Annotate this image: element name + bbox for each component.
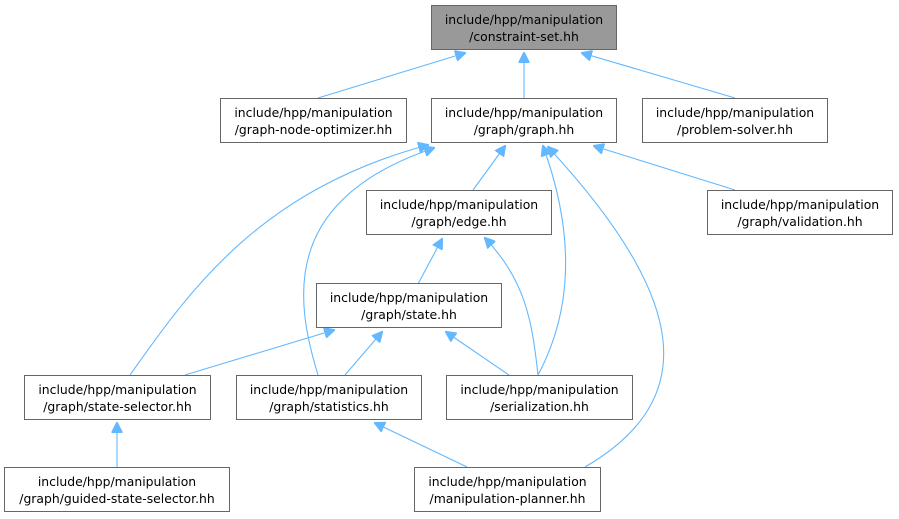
edge-serialization-to-graph [537, 146, 567, 376]
node-label-line1: include/hpp/manipulation [329, 289, 489, 305]
node-label-line1: include/hpp/manipulation [379, 196, 539, 212]
edge-state-selector-to-state [184, 330, 334, 376]
node-label-line1: include/hpp/manipulation [444, 104, 604, 120]
node-label-line2: /problem-solver.hh [677, 121, 793, 137]
node-label-line2: /graph/state.hh [361, 306, 457, 322]
edge-serialization-to-state [446, 332, 510, 376]
edge-graph-node-optimizer-to-constraint-set [317, 53, 465, 99]
node-statistics[interactable]: include/hpp/manipulation /graph/statisti… [236, 375, 422, 420]
node-label-line1: include/hpp/manipulation [37, 473, 197, 489]
node-problem-solver[interactable]: include/hpp/manipulation /problem-solver… [642, 98, 828, 143]
node-graph-node-optimizer[interactable]: include/hpp/manipulation /graph-node-opt… [220, 98, 407, 143]
edge-planner-to-statistics [375, 423, 468, 468]
node-validation[interactable]: include/hpp/manipulation /graph/validati… [707, 190, 893, 235]
node-label-line1: include/hpp/manipulation [720, 196, 880, 212]
node-label-line2: /graph-node-optimizer.hh [234, 121, 393, 137]
edge-problem-solver-to-constraint-set [582, 53, 736, 99]
node-graph[interactable]: include/hpp/manipulation /graph/graph.hh [431, 98, 617, 143]
node-label-line1: include/hpp/manipulation [249, 381, 409, 397]
edge-statistics-to-state [344, 332, 382, 376]
edge-manipulation-planner-to-graph [548, 147, 665, 468]
node-label-line2: /graph/guided-state-selector.hh [19, 490, 215, 506]
node-label-line2: /graph/statistics.hh [269, 398, 389, 414]
node-label-line1: include/hpp/manipulation [655, 104, 815, 120]
node-label-line1: include/hpp/manipulation [234, 104, 393, 120]
node-edge[interactable]: include/hpp/manipulation /graph/edge.hh [366, 190, 552, 235]
edge-validation-to-graph [594, 146, 736, 191]
edge-statistics-to-graph [303, 148, 434, 376]
node-label-line2: /graph/validation.hh [737, 213, 863, 229]
edge-serialization-to-edge [485, 238, 539, 376]
node-label-line2: /graph/graph.hh [473, 121, 575, 137]
node-state[interactable]: include/hpp/manipulation /graph/state.hh [316, 283, 502, 328]
node-guided-state-selector[interactable]: include/hpp/manipulation /graph/guided-s… [4, 467, 230, 512]
node-label-line1: include/hpp/manipulation [460, 381, 619, 397]
node-label-line2: /serialization.hh [490, 398, 589, 414]
node-label-line1: include/hpp/manipulation [444, 11, 604, 27]
node-constraint-set[interactable]: include/hpp/manipulation /constraint-set… [431, 5, 617, 50]
node-label-line1: include/hpp/manipulation [428, 473, 587, 489]
node-label-line1: include/hpp/manipulation [38, 381, 197, 397]
node-manipulation-planner[interactable]: include/hpp/manipulation /manipulation-p… [414, 467, 601, 512]
edge-state-to-edge [417, 239, 442, 285]
edge-state-selector-to-graph [129, 145, 428, 376]
node-label-line2: /graph/state-selector.hh [43, 398, 192, 414]
node-label-line2: /constraint-set.hh [469, 28, 579, 44]
node-label-line2: /graph/edge.hh [411, 213, 507, 229]
edge-edge-to-graph [472, 146, 505, 191]
node-serialization[interactable]: include/hpp/manipulation /serialization.… [446, 375, 633, 420]
node-label-line2: /manipulation-planner.hh [429, 490, 586, 506]
node-state-selector[interactable]: include/hpp/manipulation /graph/state-se… [24, 375, 211, 420]
